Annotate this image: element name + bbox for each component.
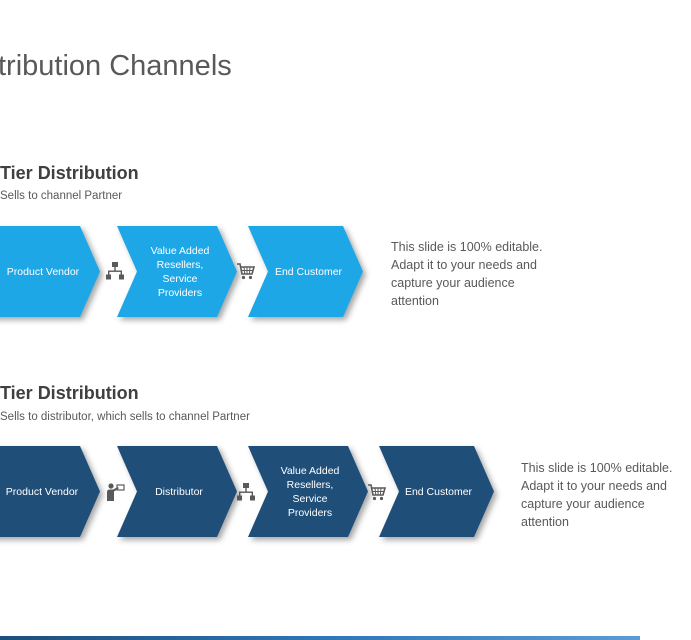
org-chart-icon <box>236 482 256 502</box>
section-2-step-product-vendor[interactable]: Product Vendor <box>0 446 100 537</box>
section-1-heading: Tier Distribution <box>0 163 139 183</box>
section-2-step-label: End Customer <box>404 485 473 498</box>
section-1-step-end-customer[interactable]: End Customer <box>248 226 363 317</box>
section-1-step-label: Value Added Resellers, Service Providers <box>150 244 210 299</box>
section-2-heading: Tier Distribution <box>0 383 139 403</box>
section-1-subheading: Sells to channel Partner <box>0 190 123 202</box>
section-1-note: This slide is 100% editable. Adapt it to… <box>391 240 543 308</box>
shopping-cart-icon <box>236 261 256 281</box>
section-2-step-value-added-resellers[interactable]: Value Added Resellers, Service Providers <box>248 446 368 537</box>
slide-title: tribution Channels <box>0 50 232 82</box>
section-1-step-value-added-resellers[interactable]: Value Added Resellers, Service Providers <box>117 226 237 317</box>
section-2-step-label: Value Added Resellers, Service Providers <box>280 464 340 519</box>
section-2-subheading: Sells to distributor, which sells to cha… <box>0 411 250 423</box>
bottom-accent-bar <box>0 636 640 640</box>
section-2-step-label: Product Vendor <box>5 485 79 498</box>
presenter-icon <box>105 482 125 502</box>
section-2-step-distributor[interactable]: Distributor <box>117 446 237 537</box>
section-1-step-label: Product Vendor <box>6 265 80 278</box>
org-chart-icon <box>105 261 125 281</box>
section-1-step-product-vendor[interactable]: Product Vendor <box>0 226 100 317</box>
section-1-step-label: End Customer <box>274 265 343 278</box>
section-2-note: This slide is 100% editable. Adapt it to… <box>521 461 673 529</box>
shopping-cart-icon <box>367 482 387 502</box>
section-2-step-label: Distributor <box>155 485 203 498</box>
section-2-step-end-customer[interactable]: End Customer <box>379 446 494 537</box>
